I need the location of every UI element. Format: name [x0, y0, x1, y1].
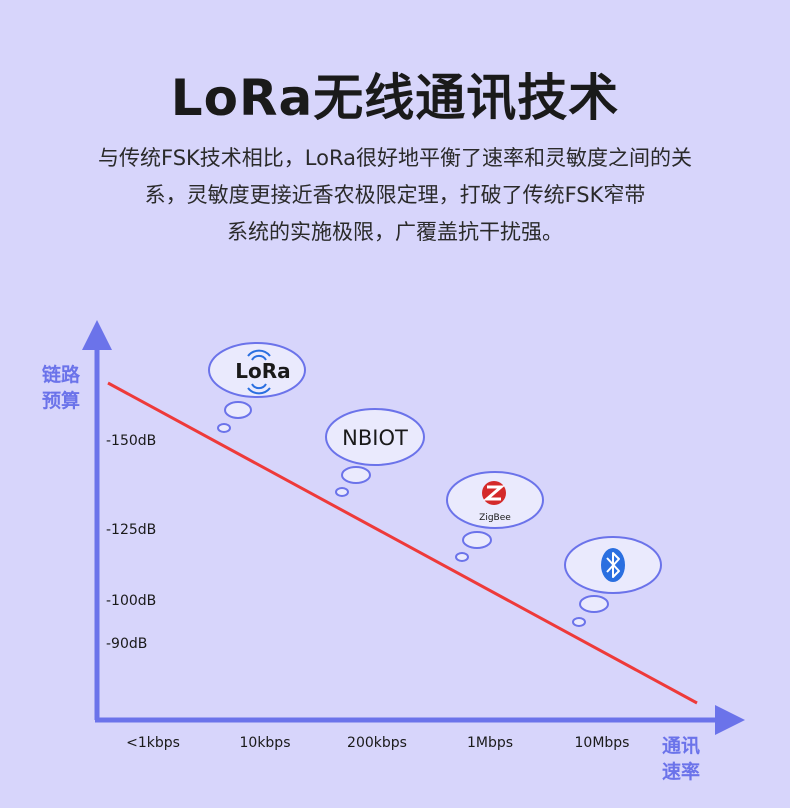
nbiot-bubble-main [325, 408, 425, 466]
y-tick-label: -90dB [106, 636, 148, 652]
y-tick-label: -150dB [106, 433, 157, 449]
bluetooth-icon [606, 552, 620, 578]
x-tick-label: <1kbps [126, 735, 180, 751]
nbiot-bubble-small [335, 487, 349, 497]
x-axis-label-line-2: 速率 [662, 761, 701, 783]
bluetooth-bubble-small [572, 617, 586, 627]
y-axis-label-line-1: 链路 [42, 364, 81, 386]
zigbee-bubble: ZigBee [446, 471, 544, 562]
x-tick-label: 200kbps [347, 735, 407, 751]
bluetooth-bubble [564, 536, 662, 627]
x-axis-label-line-1: 通讯 [662, 735, 701, 757]
nbiot-label: NBIOT [342, 426, 408, 450]
lora-logo: LoRa [235, 359, 290, 383]
lora-bubble-mid [224, 401, 252, 419]
page-title: LoRa无线通讯技术 [170, 69, 620, 127]
zigbee-bubble-mid [462, 531, 492, 549]
nbiot-bubble: NBIOT [325, 408, 425, 497]
y-tick-label: -125dB [106, 522, 157, 538]
trend-line [107, 381, 698, 705]
description-line-2: 系，灵敏度更接近香农极限定理，打破了传统FSK窄带 [144, 183, 646, 207]
x-axis-arrow [715, 705, 745, 735]
y-axis-arrow [82, 320, 112, 350]
nbiot-bubble-mid [341, 466, 371, 484]
zigbee-z-mark [482, 485, 506, 501]
x-axis-label: 通讯 速率 [662, 733, 700, 785]
lora-bubble: LoRa [208, 342, 306, 433]
y-tick-label: -100dB [106, 593, 157, 609]
x-tick-label: 1Mbps [466, 735, 514, 751]
y-axis-label-line-2: 预算 [42, 390, 81, 412]
x-tick-label: 10Mbps [574, 735, 630, 751]
lora-bubble-small [217, 423, 231, 433]
description-line-3: 系统的实施极限，广覆盖抗干扰强。 [227, 220, 563, 244]
bluetooth-bubble-mid [579, 595, 609, 613]
y-axis-label: 链路 预算 [42, 362, 80, 414]
lora-signal-icon [247, 349, 271, 395]
lora-bubble-main [208, 342, 306, 398]
x-tick-label: 10kbps [239, 735, 291, 751]
description-line-1: 与传统FSK技术相比，LoRa很好地平衡了速率和灵敏度之间的关 [98, 146, 692, 170]
zigbee-logo-text: ZigBee [479, 513, 511, 523]
zigbee-bubble-small [455, 552, 469, 562]
description: 与传统FSK技术相比，LoRa很好地平衡了速率和灵敏度之间的关 系，灵敏度更接近… [40, 140, 750, 251]
